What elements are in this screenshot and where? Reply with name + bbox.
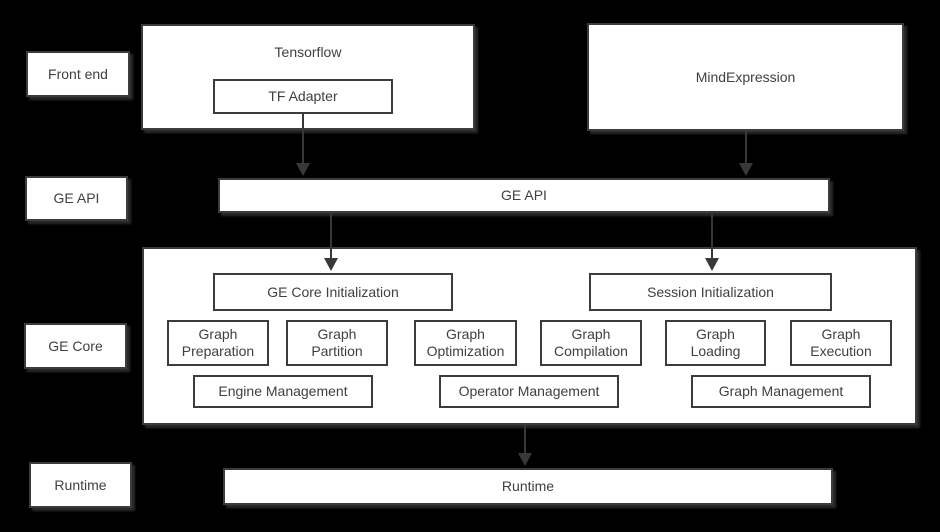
- layer-label-runtime: Runtime: [29, 462, 132, 508]
- connector-arrow-geapi-to-gecoreinit: [324, 213, 338, 271]
- module-graph-compilation: Graph Compilation: [540, 320, 642, 366]
- module-graph-loading: Graph Loading: [665, 320, 766, 366]
- arrow-shaft: [524, 425, 526, 455]
- runtime-bar: Runtime: [223, 468, 833, 505]
- mindexpression-box: MindExpression: [587, 23, 904, 131]
- arrow-shaft: [330, 213, 332, 260]
- session-initialization-box: Session Initialization: [589, 273, 832, 311]
- layer-label-ge-api: GE API: [25, 176, 128, 221]
- connector-arrow-mindexpression-to-geapi: [739, 131, 753, 176]
- ge-api-bar: GE API: [218, 178, 830, 213]
- arrow-shaft: [302, 114, 304, 165]
- arrow-shaft: [711, 213, 713, 260]
- module-graph-optimization: Graph Optimization: [414, 320, 517, 366]
- layer-label-ge-core: GE Core: [24, 323, 127, 369]
- management-engine: Engine Management: [193, 375, 373, 408]
- layer-label-front-end: Front end: [26, 51, 130, 97]
- module-graph-partition: Graph Partition: [286, 320, 388, 366]
- arrow-head-icon: [324, 258, 338, 271]
- arrow-head-icon: [705, 258, 719, 271]
- connector-arrow-gecore-to-runtime: [518, 425, 532, 466]
- ge-core-initialization-box: GE Core Initialization: [213, 273, 453, 311]
- connector-arrow-tfadapter-to-geapi: [296, 114, 310, 176]
- module-graph-execution: Graph Execution: [790, 320, 892, 366]
- connector-arrow-geapi-to-sessioninit: [705, 213, 719, 271]
- management-graph: Graph Management: [691, 375, 871, 408]
- arrow-shaft: [745, 131, 747, 165]
- module-graph-preparation: Graph Preparation: [167, 320, 269, 366]
- management-operator: Operator Management: [439, 375, 619, 408]
- arrow-head-icon: [296, 163, 310, 176]
- tf-adapter-box: TF Adapter: [213, 79, 393, 114]
- tensorflow-title: Tensorflow: [274, 44, 342, 60]
- arrow-head-icon: [739, 163, 753, 176]
- arrow-head-icon: [518, 453, 532, 466]
